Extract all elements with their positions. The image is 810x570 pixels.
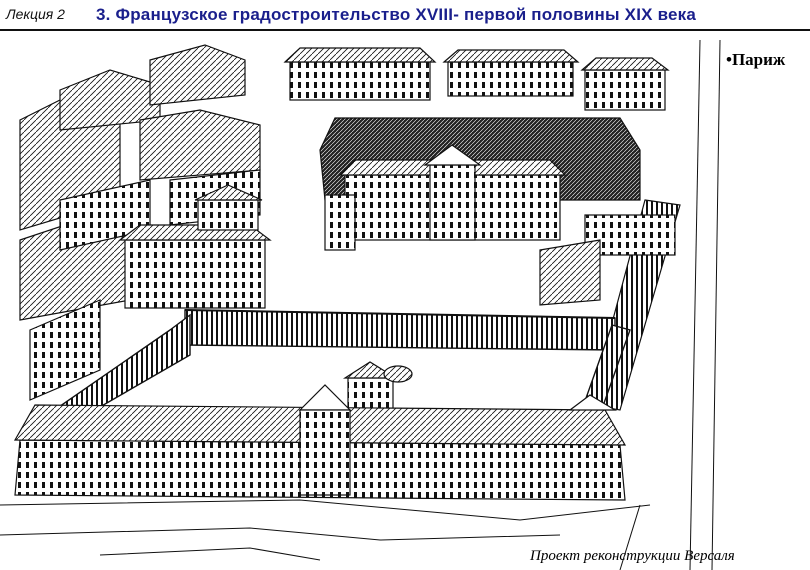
lecture-label: Лекция 2 (6, 6, 65, 22)
front-facade (13, 384, 627, 501)
header-divider (0, 29, 810, 31)
foreground-ground (0, 39, 721, 570)
top-buildings (283, 47, 670, 111)
slide-title: 3. Французское градостроительство XVIII-… (96, 5, 697, 24)
versailles-reconstruction-drawing (0, 39, 721, 570)
figure-caption: Проект реконструкции Версаля (530, 548, 735, 564)
slide-header: Лекция 2 3. Французское градостроительст… (0, 0, 810, 30)
city-label: •Париж (726, 50, 786, 69)
left-wing-buildings (118, 184, 272, 309)
city-blocks (19, 44, 261, 401)
main-palace (319, 117, 641, 251)
